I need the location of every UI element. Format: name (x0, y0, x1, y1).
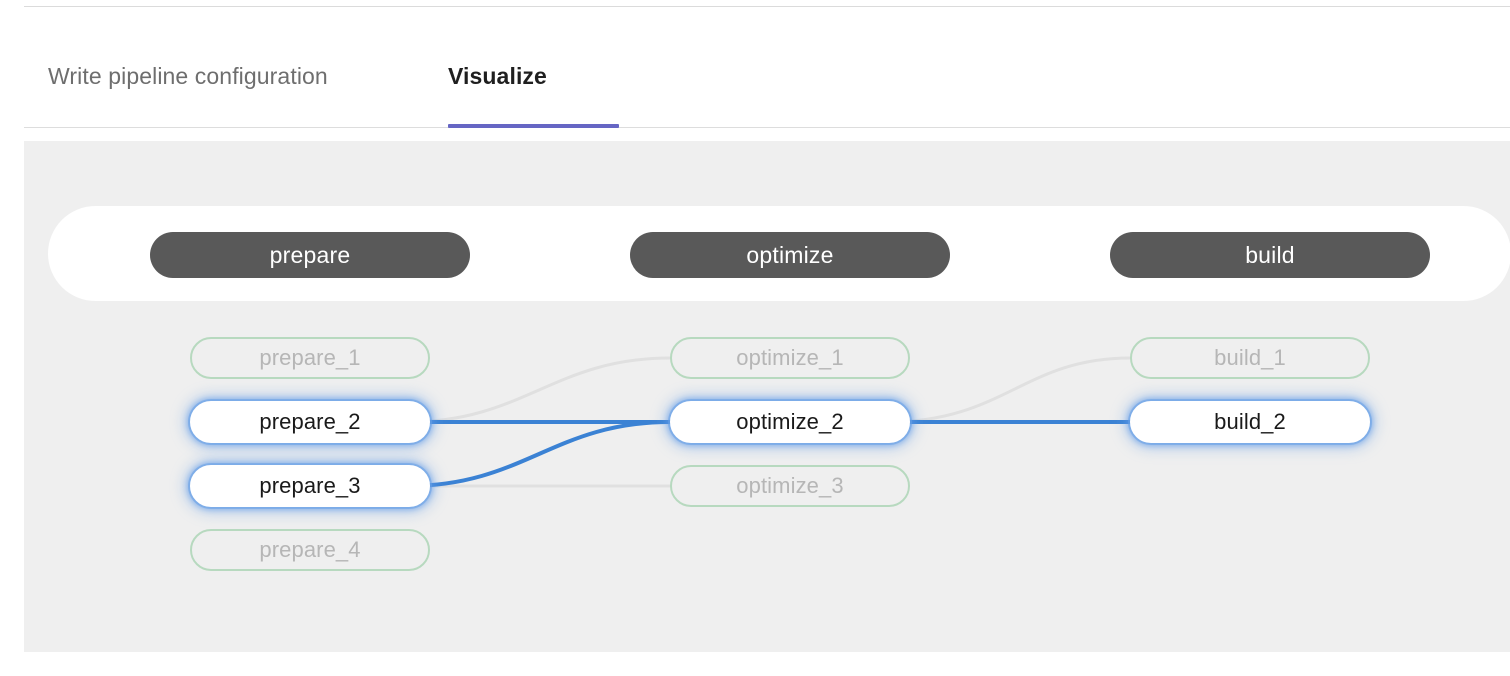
edge-prepare_2-optimize_1 (406, 356, 672, 424)
tab-write-pipeline-configuration-label: Write pipeline configuration (48, 63, 328, 89)
tab-visualize[interactable]: Visualize (448, 40, 547, 128)
job-node-prepare_1[interactable]: prepare_1 (190, 337, 430, 379)
stage-pill-optimize[interactable]: optimize (630, 232, 950, 278)
stage-pill-build-label: build (1245, 241, 1295, 268)
edge-optimize_2-build_1 (886, 356, 1132, 424)
job-node-prepare_3-label: prepare_3 (259, 473, 361, 498)
tab-visualize-label: Visualize (448, 63, 547, 89)
edge-prepare_3-optimize_2 (406, 420, 672, 488)
job-node-prepare_4-label: prepare_4 (259, 537, 361, 562)
job-node-optimize_1-label: optimize_1 (736, 345, 844, 370)
stage-pill-prepare-label: prepare (269, 241, 351, 268)
top-divider (24, 6, 1510, 7)
stage-pill-prepare[interactable]: prepare (150, 232, 470, 278)
job-node-optimize_2-label: optimize_2 (736, 409, 844, 434)
job-node-prepare_4[interactable]: prepare_4 (190, 529, 430, 571)
job-node-prepare_2-label: prepare_2 (259, 409, 361, 434)
job-node-optimize_2[interactable]: optimize_2 (670, 401, 910, 443)
job-node-build_1[interactable]: build_1 (1130, 337, 1370, 379)
job-node-build_2-label: build_2 (1214, 409, 1286, 434)
tab-bar-underline (24, 127, 1510, 128)
job-node-prepare_2[interactable]: prepare_2 (190, 401, 430, 443)
tab-bar: Write pipeline configuration Visualize (24, 40, 1510, 128)
stage-pill-build[interactable]: build (1110, 232, 1430, 278)
job-node-optimize_3[interactable]: optimize_3 (670, 465, 910, 507)
job-node-build_1-label: build_1 (1214, 345, 1286, 370)
tab-write-pipeline-configuration[interactable]: Write pipeline configuration (48, 40, 328, 128)
job-node-optimize_1[interactable]: optimize_1 (670, 337, 910, 379)
job-node-prepare_1-label: prepare_1 (259, 345, 361, 370)
job-node-optimize_3-label: optimize_3 (736, 473, 844, 498)
job-node-build_2[interactable]: build_2 (1130, 401, 1370, 443)
job-node-prepare_3[interactable]: prepare_3 (190, 465, 430, 507)
stage-pill-optimize-label: optimize (746, 241, 834, 268)
tab-active-indicator (448, 124, 619, 128)
pipeline-graph-canvas[interactable]: prepare optimize build prepare_1 prepare… (24, 141, 1510, 652)
